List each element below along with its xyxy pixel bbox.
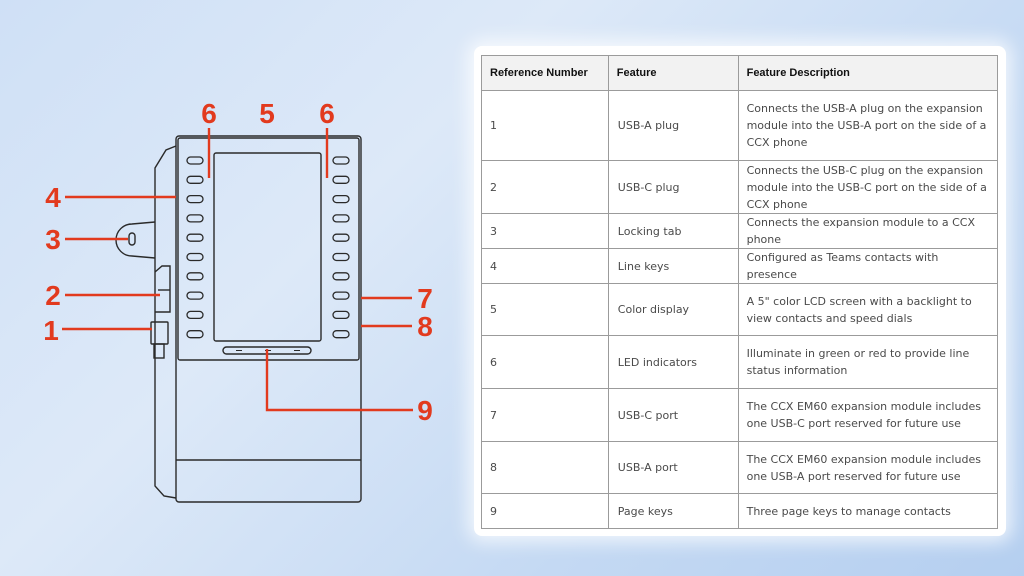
line-key-right (332, 330, 350, 339)
callout-5: 5 (259, 98, 275, 129)
line-key-right (332, 310, 350, 320)
cell-ref: 9 (481, 493, 609, 529)
line-key-right (332, 175, 350, 184)
callout-6-right: 6 (319, 98, 335, 129)
table-row: 3 Locking tab Connects the expansion mod… (481, 213, 999, 249)
line-key-right (332, 272, 350, 281)
expansion-module-diagram: 6 5 6 4 3 2 1 7 8 9 (43, 98, 433, 503)
header-feature: Feature (607, 55, 739, 91)
line-key-left (186, 310, 204, 320)
callout-7: 7 (417, 283, 433, 314)
callout-8: 8 (417, 311, 433, 342)
table-row: 6 LED indicators Illuminate in green or … (481, 335, 999, 389)
table-row: 8 USB-A port The CCX EM60 expansion modu… (481, 441, 999, 494)
line-key-left (186, 252, 204, 262)
cell-feature: Locking tab (607, 213, 739, 249)
cell-description: The CCX EM60 expansion module includes o… (737, 441, 999, 494)
usb-a-plug (150, 321, 169, 345)
line-key-left (186, 272, 204, 281)
line-key-left (186, 156, 204, 165)
table-row: 4 Line keys Configured as Teams contacts… (481, 248, 999, 284)
line-key-right (332, 214, 350, 223)
line-key-left (186, 330, 204, 339)
cell-feature: Page keys (607, 493, 739, 529)
table-header-row: Reference Number Feature Feature Descrip… (481, 55, 999, 91)
cell-description: Connects the USB-C plug on the expansion… (737, 160, 999, 214)
cell-description: The CCX EM60 expansion module includes o… (737, 388, 999, 442)
header-feature-description: Feature Description (737, 55, 999, 91)
line-key-right (332, 252, 350, 262)
line-key-left (186, 291, 204, 300)
cell-description: Three page keys to manage contacts (737, 493, 999, 529)
feature-table: Reference Number Feature Feature Descrip… (481, 55, 999, 529)
cell-ref: 8 (481, 441, 609, 494)
device-side-profile (154, 145, 177, 499)
cell-ref: 3 (481, 213, 609, 249)
cell-feature: USB-A plug (607, 90, 739, 161)
cell-feature: USB-C plug (607, 160, 739, 214)
cell-ref: 1 (481, 90, 609, 161)
device-body (175, 135, 362, 503)
cell-description: A 5" color LCD screen with a backlight t… (737, 283, 999, 336)
cell-feature: USB-C port (607, 388, 739, 442)
display-screen (213, 152, 322, 342)
line-key-right (332, 156, 350, 165)
cell-description: Configured as Teams contacts with presen… (737, 248, 999, 284)
line-key-left (186, 194, 204, 204)
callout-9: 9 (417, 395, 433, 426)
callout-3: 3 (45, 224, 61, 255)
cell-ref: 6 (481, 335, 609, 389)
callout-numbers: 6 5 6 4 3 2 1 7 8 9 (43, 98, 433, 426)
usb-a-plug-neck (153, 343, 165, 359)
cell-ref: 4 (481, 248, 609, 284)
cell-feature: Line keys (607, 248, 739, 284)
table-row: 2 USB-C plug Connects the USB-C plug on … (481, 160, 999, 214)
cell-feature: Color display (607, 283, 739, 336)
line-key-left (186, 233, 204, 242)
callout-lines (62, 128, 413, 412)
table-row: 9 Page keys Three page keys to manage co… (481, 493, 999, 529)
table-row: 1 USB-A plug Connects the USB-A plug on … (481, 90, 999, 161)
line-key-left (186, 175, 204, 184)
cell-ref: 5 (481, 283, 609, 336)
line-key-right (332, 233, 350, 242)
callout-6-left: 6 (201, 98, 217, 129)
line-key-right (332, 291, 350, 300)
feature-table-panel: Reference Number Feature Feature Descrip… (474, 46, 1006, 536)
cell-description: Illuminate in green or red to provide li… (737, 335, 999, 389)
device-upper-panel (177, 137, 360, 361)
locking-tab-hole (128, 232, 136, 246)
line-key-left (186, 214, 204, 223)
callout-4: 4 (45, 182, 61, 213)
line-keys (186, 156, 350, 339)
callout-1: 1 (43, 315, 59, 346)
usb-c-plug (154, 265, 171, 313)
cell-ref: 2 (481, 160, 609, 214)
cell-feature: LED indicators (607, 335, 739, 389)
callout-2: 2 (45, 280, 61, 311)
table-row: 7 USB-C port The CCX EM60 expansion modu… (481, 388, 999, 442)
table-row: 5 Color display A 5" color LCD screen wi… (481, 283, 999, 336)
cell-feature: USB-A port (607, 441, 739, 494)
device-outline (115, 135, 362, 503)
cell-description: Connects the expansion module to a CCX p… (737, 213, 999, 249)
header-reference-number: Reference Number (481, 55, 609, 91)
cell-description: Connects the USB-A plug on the expansion… (737, 90, 999, 161)
cell-ref: 7 (481, 388, 609, 442)
line-key-right (332, 194, 350, 204)
